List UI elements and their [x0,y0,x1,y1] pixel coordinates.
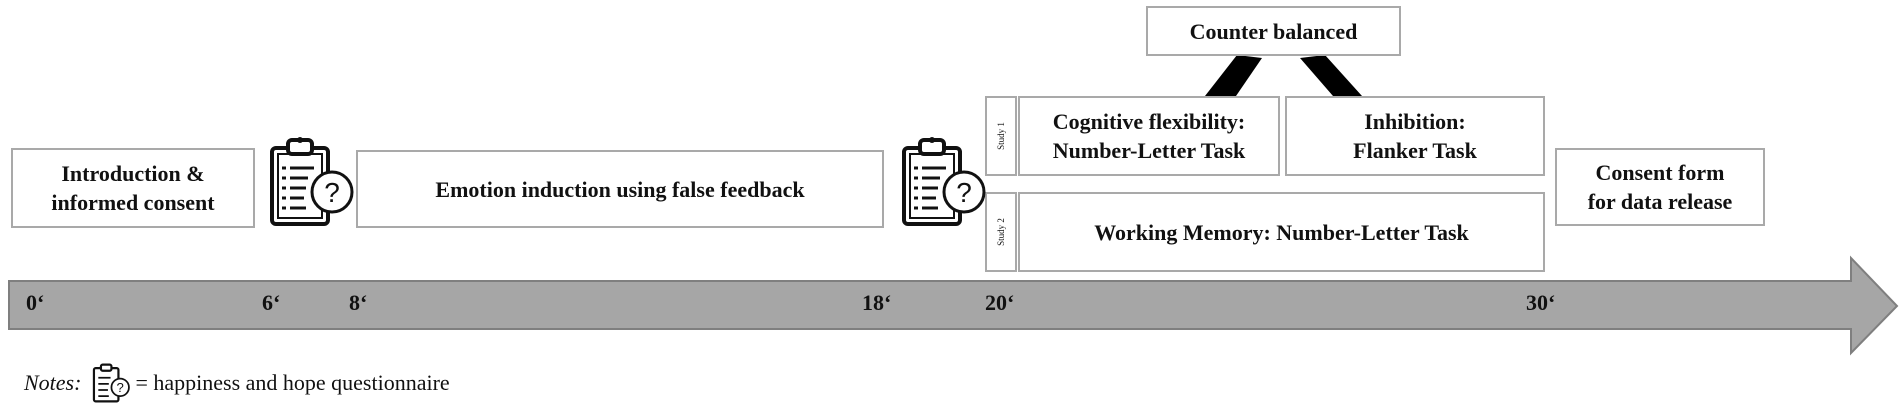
inhibition-box: Inhibition: Flanker Task [1285,96,1545,176]
notes-label: Notes: [24,370,82,395]
cognitive-line-2: Number-Letter Task [1052,138,1246,163]
counterbalance-connector-right [1300,55,1362,96]
clipboard-question-icon: ? [93,363,131,403]
inhibition-line-2: Flanker Task [1353,138,1477,163]
counter-balanced-label: Counter balanced [1189,18,1358,44]
cognitive-flexibility-box: Cognitive flexibility: Number-Letter Tas… [1018,96,1280,176]
study-2-label-box: Study 2 [985,192,1017,272]
consent-release-box: Consent form for data release [1555,148,1765,226]
working-memory-box: Working Memory: Number-Letter Task [1018,192,1545,272]
clipboard-question-icon: ? [902,137,986,226]
intro-line-2: informed consent [51,190,215,215]
working-memory-label: Working Memory: Number-Letter Task [1094,219,1469,245]
emotion-box: Emotion induction using false feedback [356,150,884,228]
notes: Notes: ? = happiness and hope questionna… [24,362,450,404]
consent-line-1: Consent form [1595,160,1725,185]
intro-line-1: Introduction & [61,161,205,186]
study-1-label-box: Study 1 [985,96,1017,176]
svg-text:?: ? [324,177,340,208]
notes-text: = happiness and hope questionnaire [135,370,450,395]
tick-30: 30‘ [1526,290,1556,315]
questionnaire-icon-1: ? [266,134,356,230]
counter-balanced-box: Counter balanced [1146,6,1401,56]
timeline-arrow-shape [8,255,1899,356]
emotion-label: Emotion induction using false feedback [435,176,805,202]
study-1-label: Study 1 [995,122,1006,150]
tick-8: 8‘ [349,290,368,315]
tick-18: 18‘ [862,290,892,315]
svg-text:?: ? [117,380,124,395]
study-2-label: Study 2 [995,218,1006,246]
clipboard-question-icon: ? [270,137,354,226]
inhibition-line-1: Inhibition: [1364,109,1466,134]
tick-6: 6‘ [262,290,281,315]
intro-box: Introduction & informed consent [11,148,255,228]
svg-text:?: ? [956,177,972,208]
tick-20: 20‘ [985,290,1015,315]
tick-0: 0‘ [26,290,45,315]
consent-line-2: for data release [1587,189,1733,214]
questionnaire-icon-2: ? [898,134,988,230]
cognitive-line-1: Cognitive flexibility: [1052,109,1246,134]
counterbalance-connector-left [1205,55,1262,96]
